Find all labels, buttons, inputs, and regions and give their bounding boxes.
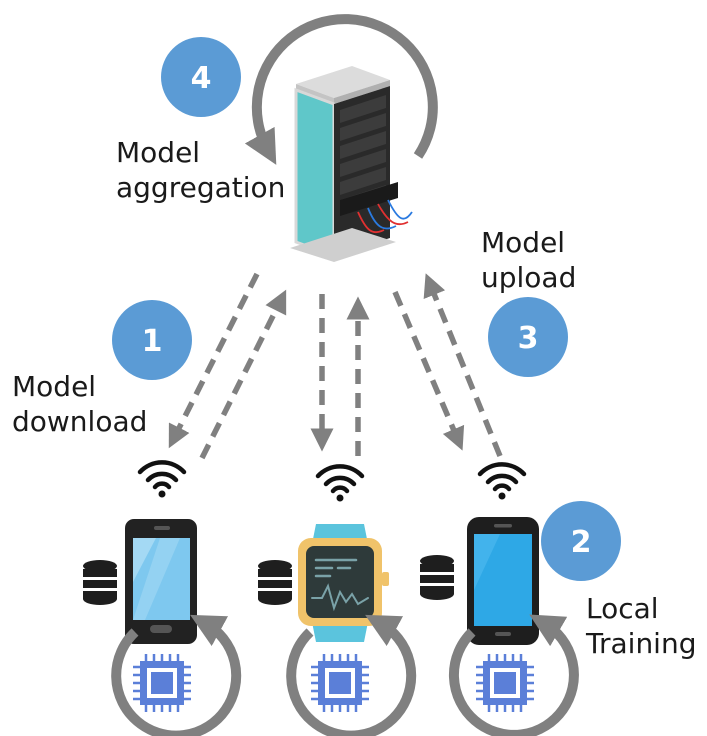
cpu-chip-icon: [309, 652, 371, 714]
step-badge-1: 1: [112, 300, 192, 380]
database-icon: [258, 560, 292, 605]
label-model-download: Model download: [12, 370, 147, 438]
arrow-upload-right: [423, 273, 503, 458]
step-badge-4: 4: [161, 37, 241, 117]
wifi-icon: [480, 464, 524, 499]
svg-text:4: 4: [191, 61, 212, 96]
svg-text:aggregation: aggregation: [116, 171, 285, 204]
database-icon: [420, 555, 454, 600]
label-model-aggregation: Model aggregation: [116, 136, 285, 204]
cpu-chip-icon: [474, 652, 536, 714]
smartphone-icon: [467, 517, 539, 645]
svg-text:1: 1: [142, 324, 163, 359]
wifi-icon: [140, 462, 184, 497]
svg-text:upload: upload: [481, 261, 576, 294]
device-phone-left: [83, 462, 242, 736]
local-cycle-arrow-right: [449, 614, 579, 736]
svg-text:Model: Model: [12, 370, 96, 403]
device-phone-right: [420, 464, 579, 736]
device-watch-middle: [258, 466, 417, 736]
svg-text:download: download: [12, 405, 147, 438]
step-badge-3: 3: [488, 297, 568, 377]
transfer-arrows: [168, 272, 503, 460]
svg-text:Model: Model: [116, 136, 200, 169]
database-icon: [83, 560, 117, 605]
smartwatch-icon: [298, 524, 389, 642]
smartphone-icon: [125, 519, 197, 644]
cpu-chip-icon: [131, 652, 193, 714]
svg-text:Local: Local: [586, 592, 659, 625]
arrow-download-left: [168, 272, 260, 449]
arrow-download-right: [392, 290, 465, 451]
step-badge-2: 2: [541, 501, 621, 581]
wifi-icon: [318, 466, 362, 501]
svg-text:Model: Model: [481, 226, 565, 259]
aggregation-cycle-arrow: [244, 14, 438, 165]
svg-text:2: 2: [571, 525, 592, 560]
local-cycle-arrow-left: [111, 614, 242, 736]
svg-text:Training: Training: [585, 627, 696, 660]
svg-text:3: 3: [518, 321, 539, 356]
label-model-upload: Model upload: [481, 226, 576, 294]
arrow-upload-left: [199, 289, 287, 460]
local-cycle-arrow-middle: [286, 614, 417, 736]
label-local-training: Local Training: [585, 592, 696, 660]
server-rack-icon: [290, 66, 413, 262]
